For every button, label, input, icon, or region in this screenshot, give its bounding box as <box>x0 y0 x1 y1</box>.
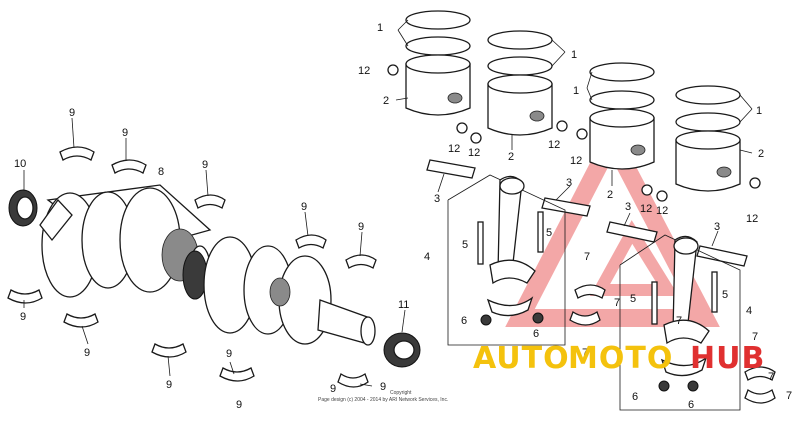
leader-lines <box>23 19 753 387</box>
callout-2: 2 <box>508 151 514 163</box>
callout-7: 7 <box>768 371 774 383</box>
rod-bearing-shells <box>569 284 776 404</box>
callout-7: 7 <box>584 251 590 263</box>
connecting-rod-right-group <box>619 234 741 411</box>
copyright-line: Page design (c) 2004 - 2014 by ARI Netwo… <box>318 397 448 403</box>
callout-12: 12 <box>746 213 758 225</box>
piston-3 <box>589 62 655 170</box>
watermark-word-hub: HUB <box>690 341 765 376</box>
callout-3: 3 <box>434 193 440 205</box>
callout-9: 9 <box>166 379 172 391</box>
callout-7: 7 <box>752 331 758 343</box>
callout-2: 2 <box>383 95 389 107</box>
callout-9: 9 <box>301 201 307 213</box>
callout-9: 9 <box>226 348 232 360</box>
callout-9: 9 <box>20 311 26 323</box>
callout-8: 8 <box>158 166 164 178</box>
copyright-line: Copyright <box>390 390 412 396</box>
callout-9: 9 <box>84 347 90 359</box>
callout-12: 12 <box>468 147 480 159</box>
connecting-rod-left-group <box>447 174 566 346</box>
callout-3: 3 <box>566 177 572 189</box>
piston-2 <box>487 30 553 136</box>
callout-12: 12 <box>570 155 582 167</box>
main-bearing-shells <box>7 146 377 388</box>
oil-seal-left <box>8 189 38 227</box>
callout-9: 9 <box>236 399 242 411</box>
callout-11: 11 <box>398 299 409 311</box>
watermark-logo <box>505 120 720 327</box>
watermark-text: AUTO MOTO HUB <box>473 341 765 376</box>
callout-9: 9 <box>69 107 75 119</box>
piston-pin-clips <box>387 64 761 202</box>
callout-7: 7 <box>676 315 682 327</box>
callout-6: 6 <box>461 315 467 327</box>
callout-6: 6 <box>533 328 539 340</box>
watermark-word-moto: MOTO <box>568 341 673 376</box>
callout-1: 1 <box>756 105 762 117</box>
callout-5: 5 <box>462 239 468 251</box>
callout-5: 5 <box>722 289 728 301</box>
callout-1: 1 <box>571 49 577 61</box>
callout-5: 5 <box>546 227 552 239</box>
callout-3: 3 <box>625 201 631 213</box>
callout-12: 12 <box>448 143 460 155</box>
piston-1 <box>405 10 471 116</box>
callout-9: 9 <box>358 221 364 233</box>
callout-2: 2 <box>758 148 764 160</box>
callout-2: 2 <box>607 189 613 201</box>
callout-4: 4 <box>424 251 430 263</box>
callout-9: 9 <box>330 383 336 395</box>
piston-pins <box>426 159 748 267</box>
callout-3: 3 <box>714 221 720 233</box>
callout-7: 7 <box>614 297 620 309</box>
callout-12: 12 <box>358 65 370 77</box>
callout-9: 9 <box>122 127 128 139</box>
watermark-triangle-outer <box>505 120 720 327</box>
callout-9: 9 <box>202 159 208 171</box>
callout-5: 5 <box>630 293 636 305</box>
callout-10: 10 <box>14 158 26 170</box>
callout-7: 7 <box>786 390 792 402</box>
callout-1: 1 <box>377 22 383 34</box>
callout-4: 4 <box>746 305 752 317</box>
callout-6: 6 <box>688 399 694 411</box>
callout-12: 12 <box>640 203 652 215</box>
watermark-triangle-inner <box>589 220 679 296</box>
callout-6: 6 <box>632 391 638 403</box>
callout-12: 12 <box>656 205 668 217</box>
callout-9: 9 <box>380 381 386 393</box>
piston-4 <box>675 85 741 192</box>
oil-seal-right <box>383 332 421 368</box>
crankshaft <box>39 184 376 346</box>
callout-1: 1 <box>573 85 579 97</box>
callout-12: 12 <box>548 139 560 151</box>
callouts: 1 1 1 1 2 2 2 2 3 3 3 3 4 4 5 5 5 5 6 6 … <box>14 22 792 411</box>
watermark-word-auto: AUTO <box>473 341 570 376</box>
callout-7: 7 <box>582 347 588 359</box>
